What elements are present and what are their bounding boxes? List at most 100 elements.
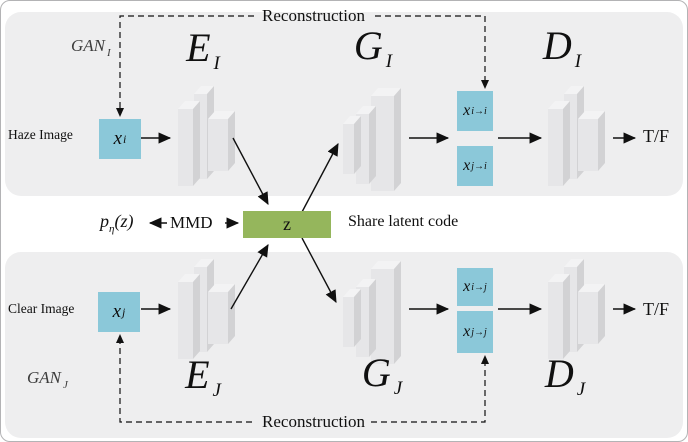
conv-slab-face [228,284,235,344]
conv-slab-face [193,101,200,186]
conv-slab-face [548,274,570,282]
conv-slab-face [354,289,361,347]
conv-slab-face [563,274,570,359]
gan-j-sub: J [63,379,68,391]
arrow-z-to-generator-j [301,237,337,303]
xj-sub: j [122,304,126,319]
gan-i-sub: I [107,47,111,59]
reconstruction-label-bottom: Reconstruction [262,412,365,431]
discriminator-i-base: D [542,23,572,68]
latent-code-z-box: z [243,211,331,238]
share-latent-code-caption: Share latent code [348,213,459,230]
generator-i-stack [343,88,401,191]
conv-slab-face [548,282,563,359]
conv-slab-face [356,106,376,114]
conv-slab-face [371,88,401,96]
dashed-path-bottom-left [119,343,252,423]
tf-label-bottom: T/F [643,299,670,319]
mmd-label: MMD [170,213,213,232]
conv-slab-face [178,282,193,359]
generator-j-base: G [361,350,391,395]
conv-slab-face [598,111,605,171]
xii-base: x [463,102,471,119]
prior-base: p [100,211,109,231]
conv-slab-face [371,269,394,364]
dashed-arrowheads [116,80,489,364]
prior-sub: η [109,223,115,235]
gan-j-base: GAN [27,368,61,387]
conv-slab-face [194,86,214,94]
xji-base: x [463,157,471,174]
conv-slab-face [178,101,200,109]
reconstruction-label-top: Reconstruction [262,6,365,25]
conv-slab-face [354,116,361,174]
discriminator-i-stack [548,86,605,186]
arrow-z-to-generator-i [301,143,339,213]
arrow-encoder-j-to-z [230,244,269,310]
xij-base: x [463,278,471,295]
z-label: z [283,214,291,234]
tf-label-top: T/F [643,126,670,146]
conv-slab-face [548,109,563,186]
conv-slab-face [394,261,401,364]
dashed-path-bottom-right [371,364,486,423]
encoder-i-stack [178,86,235,186]
arrowhead-into-xii [481,80,489,89]
conv-slab-face [208,119,228,171]
conv-stacks [178,86,605,364]
prior-distribution-label: pη(z) [100,212,133,235]
discriminator-i-sub: I [574,51,582,72]
haze-image-caption: Haze Image [8,127,73,142]
conv-slab-face [598,284,605,344]
conv-slab-face [208,284,235,292]
arrow-encoder-i-to-z [232,137,269,205]
conv-slab-face [343,116,361,124]
conv-slab-face [208,292,228,344]
conv-slab-face [564,259,584,267]
generator-j-stack [343,261,401,364]
clear-image-caption: Clear Image [8,301,75,316]
encoder-j-stack [178,259,235,359]
encoder-j-sub: J [212,380,221,401]
solid-arrows [141,132,637,315]
arrowhead-into-xj [116,334,124,343]
conv-slab-face [371,261,401,269]
gan-i-base: GAN [71,36,105,55]
dashed-path-top-left [119,15,254,108]
xjj-sub: j→j [471,326,487,338]
conv-slab-face [578,292,598,344]
conv-slab-face [178,109,193,186]
arrowhead-into-xjj [481,355,489,364]
conv-slab-face [369,279,376,357]
xii-sub: i→i [471,105,487,117]
xji-sub: j→i [471,160,487,172]
conv-slab-face [356,279,376,287]
conv-slab-face [228,111,235,171]
conv-slab-face [369,106,376,184]
conv-slab-face [193,274,200,359]
discriminator-j-sub: J [576,379,586,400]
conv-slab-face [343,124,354,174]
xjj-base: x [463,323,471,340]
conv-slab-face [548,101,570,109]
conv-slab-face [343,297,354,347]
generator-j-sub: J [393,378,403,399]
encoder-j-base: E [185,352,210,397]
conv-slab-face [394,88,401,191]
generator-i-base: G [353,23,383,68]
conv-slab-face [578,119,598,171]
conv-slab-face [343,289,361,297]
arrowhead-into-xi [116,108,124,117]
